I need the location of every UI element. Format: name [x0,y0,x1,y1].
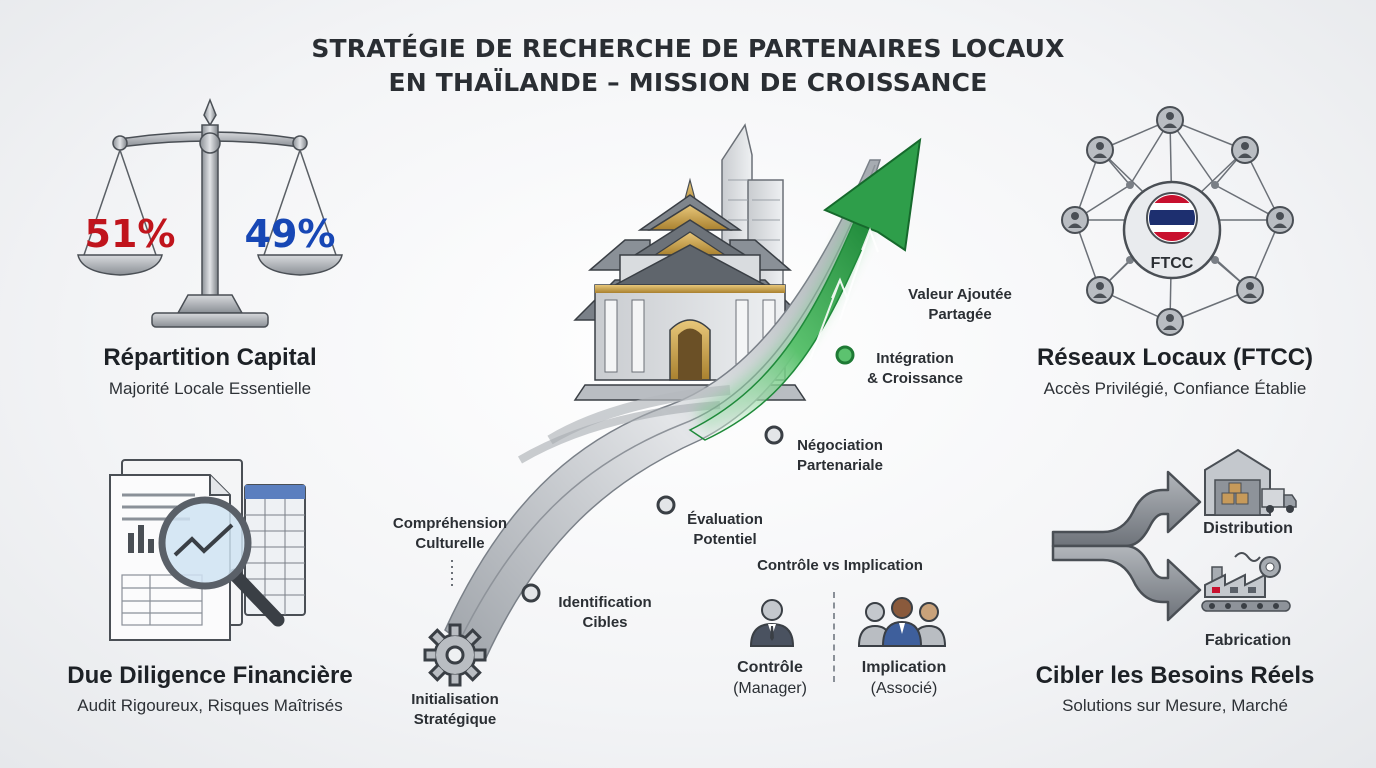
needs-title: Cibler les Besoins Réels [1035,662,1315,689]
title-line-2: EN THAÏLANDE – MISSION DE CROISSANCE [388,68,988,97]
warehouse-truck-icon [1204,448,1297,516]
branch-fabrication-label: Fabrication [1204,632,1292,649]
network-title: Réseaux Locaux (FTCC) [1036,344,1314,371]
needs-subtitle: Solutions sur Mesure, Marché [1062,696,1288,715]
branching-arrows-icon [1051,470,1202,622]
network-node-icons [1061,106,1294,336]
page-title: STRATÉGIE DE RECHERCHE DE PARTENAIRES LO… [0,32,1376,100]
step-integration: Intégration& Croissance [867,350,963,387]
control-heading: Contrôle vs Implication [757,557,923,574]
diligence-title: Due Diligence Financière [67,662,353,689]
associates-group-icon [857,597,947,647]
capital-subtitle: Majorité Locale Essentielle [108,379,312,398]
network-hub-label: FTCC [1150,255,1194,272]
manager-person-icon [749,599,795,647]
control-divider [833,592,835,682]
diligence-subtitle: Audit Rigoureux, Risques Maîtrisés [77,696,343,715]
financial-audit-icon [109,459,306,641]
control-left: Contrôle (Manager) [733,659,807,697]
balance-scale-icon [77,97,343,328]
network-subtitle: Accès Privilégié, Confiance Établie [1043,379,1307,398]
central-growth-illustration [423,123,922,687]
capital-right-percentage: 49% [244,212,336,256]
growth-arrow-icon [688,137,922,441]
capital-left-percentage: 51% [84,212,176,256]
factory-gear-icon [1201,552,1291,612]
thailand-flag-icon [1149,195,1195,241]
gear-icon [423,623,487,687]
milestone-markers [521,345,855,603]
growth-path-road [444,159,882,662]
branch-distribution-label: Distribution [1203,520,1293,537]
title-line-1: STRATÉGIE DE RECHERCHE DE PARTENAIRES LO… [311,34,1065,63]
network-graph-icon [1061,106,1294,336]
capital-title: Répartition Capital [103,344,317,371]
control-right: Implication (Associé) [861,659,947,697]
thai-temple-icon [573,177,807,401]
